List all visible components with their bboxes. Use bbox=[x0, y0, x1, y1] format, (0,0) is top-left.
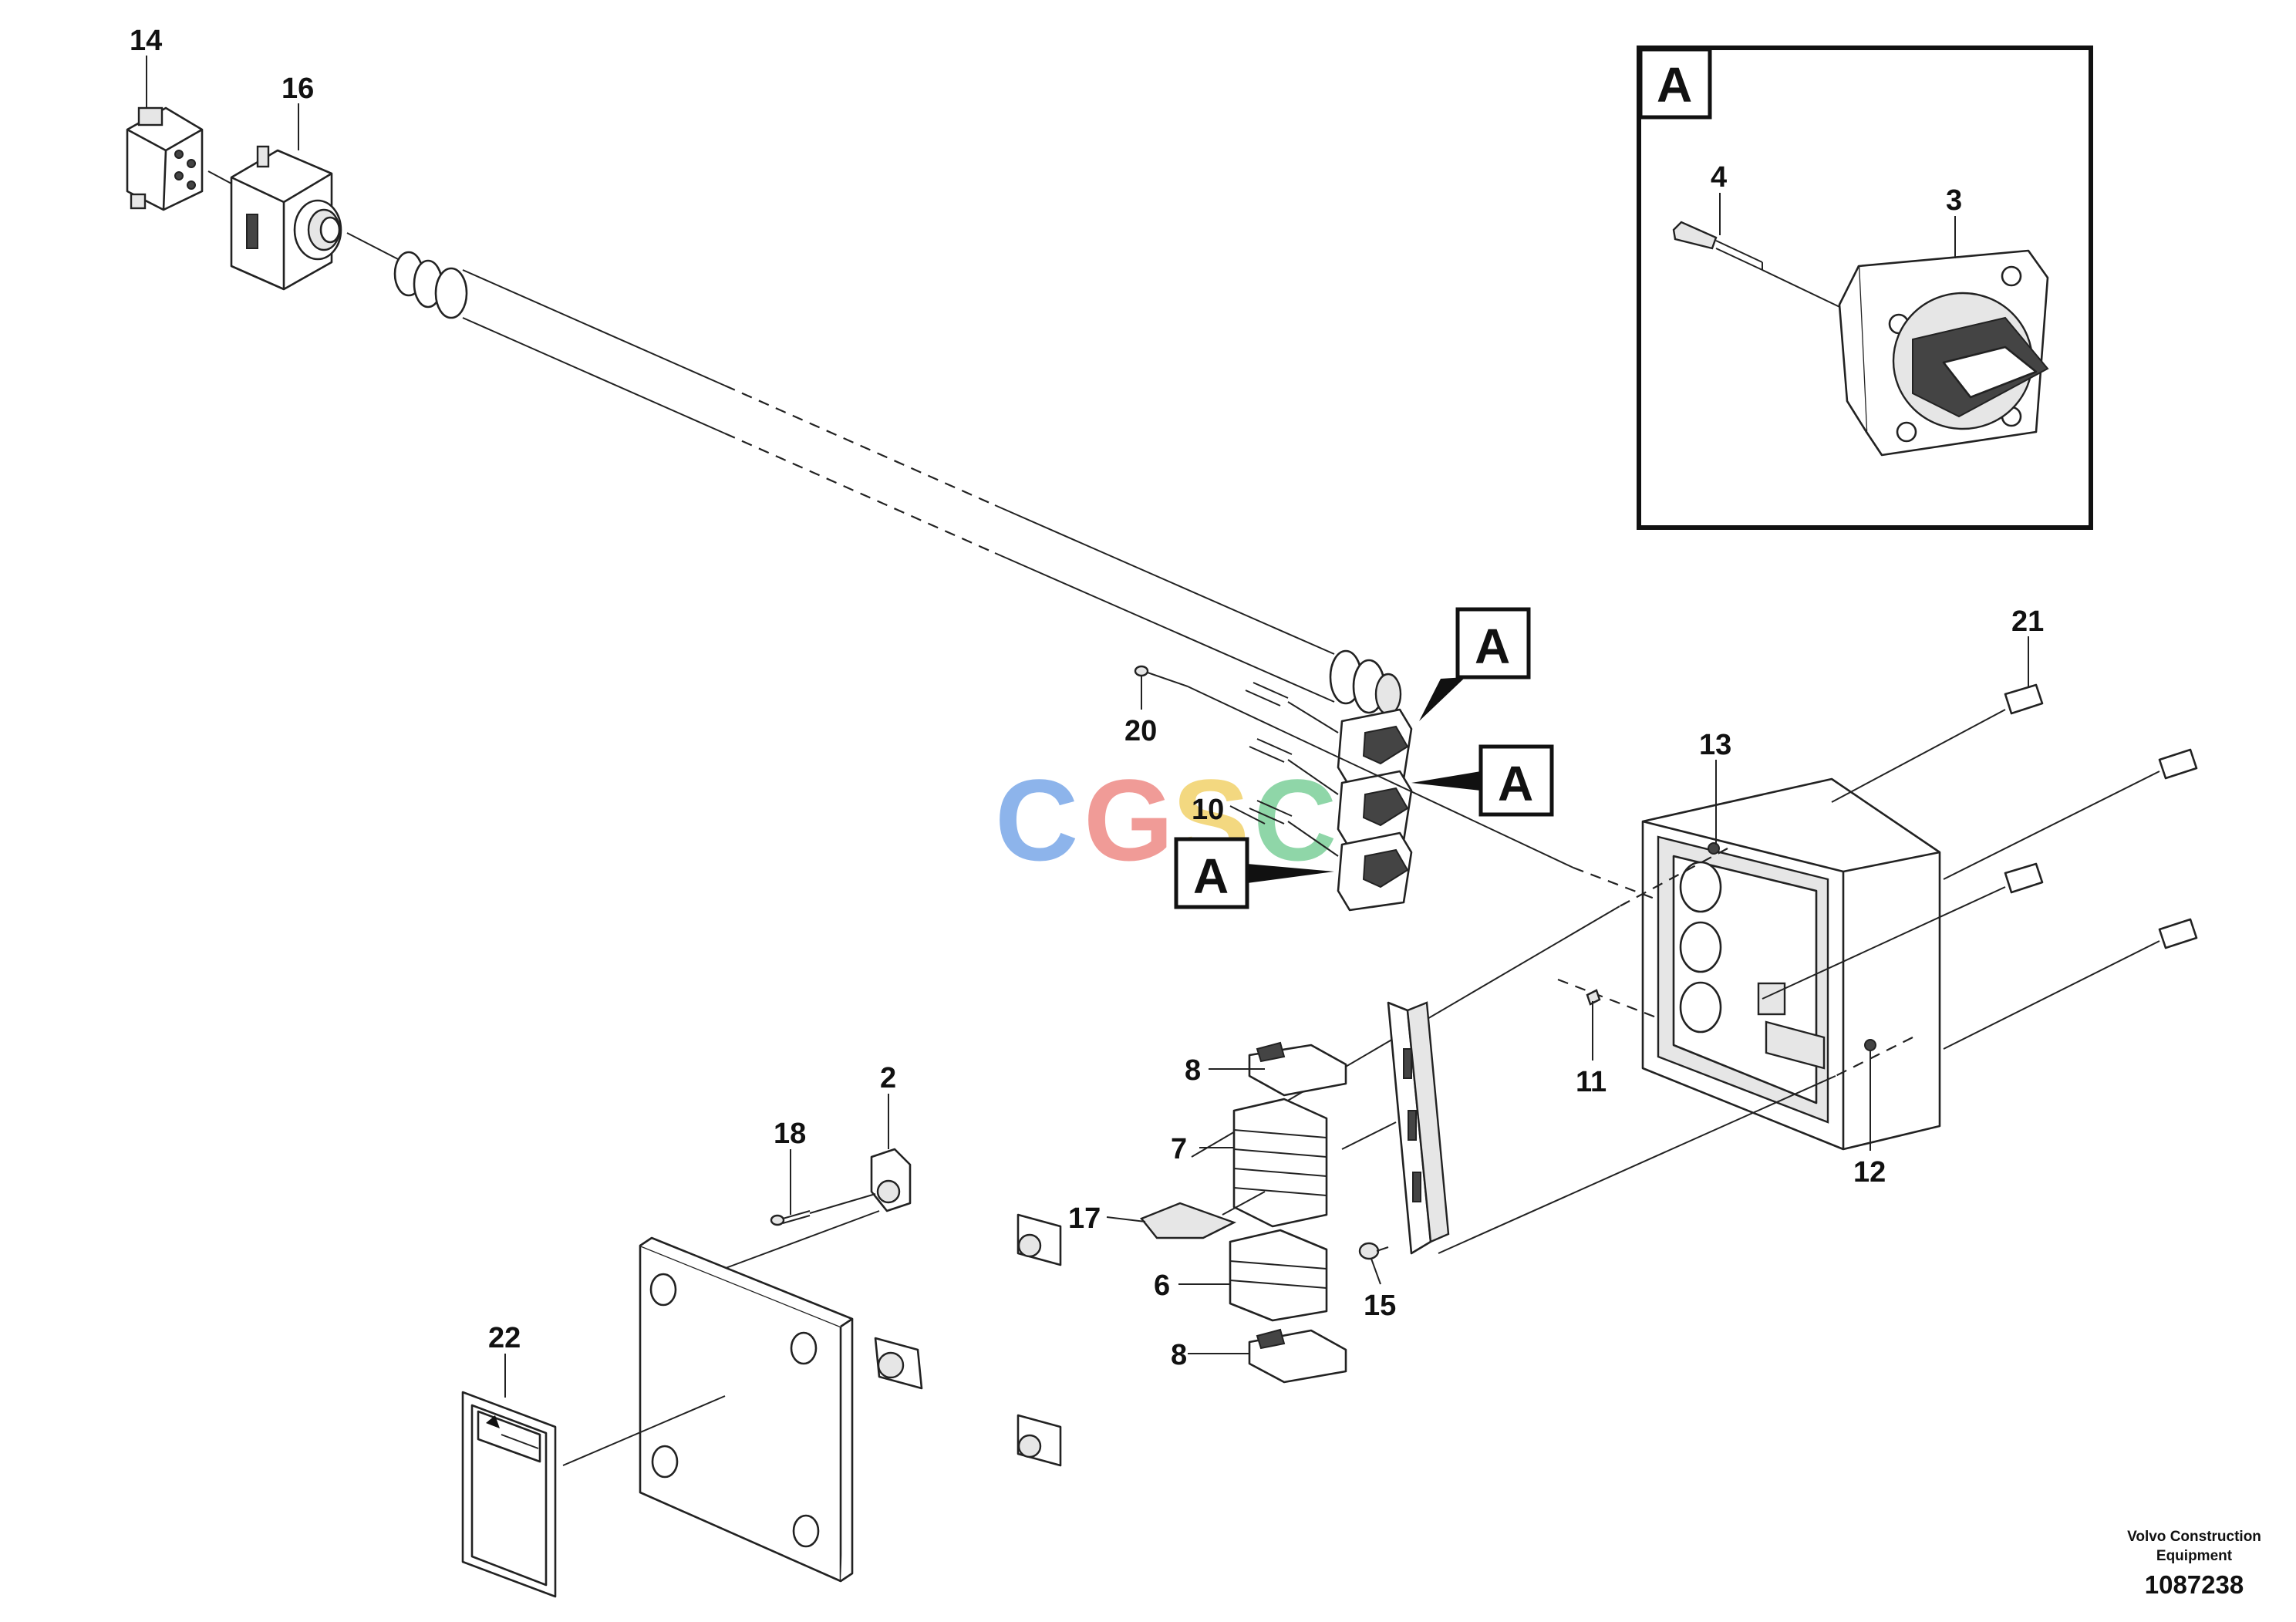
line-21d bbox=[1943, 940, 2160, 1050]
part-8-end-clamp-bottom bbox=[1248, 1328, 1347, 1384]
view-reference-1: A bbox=[1419, 607, 1531, 721]
detail-view-label: A bbox=[1657, 57, 1692, 113]
watermark-letter-4: C bbox=[1253, 755, 1337, 885]
line-21a bbox=[1831, 709, 2006, 803]
callout-17: 17 bbox=[1068, 1202, 1101, 1235]
watermark-letter-2: G bbox=[1084, 755, 1174, 885]
part-17-marker bbox=[1140, 1202, 1237, 1239]
part-11 bbox=[1586, 989, 1601, 1006]
part-18-screw bbox=[770, 1193, 876, 1226]
document-number: 1087238 bbox=[2145, 1570, 2244, 1599]
part-22-warning-label bbox=[461, 1391, 557, 1598]
view-reference-2: A bbox=[1411, 744, 1554, 817]
part-21-studs bbox=[2004, 683, 2198, 949]
detail-view-a: A bbox=[1637, 46, 2093, 530]
part-10-pins bbox=[1245, 682, 1339, 857]
line-2-cover bbox=[713, 1210, 880, 1273]
cable bbox=[393, 251, 1402, 716]
callout-18: 18 bbox=[774, 1118, 806, 1150]
leader-lines bbox=[146, 56, 2029, 1398]
callout-16: 16 bbox=[282, 73, 314, 105]
callout-13: 13 bbox=[1699, 729, 1731, 761]
callout-20: 20 bbox=[1124, 715, 1157, 747]
part-16-housing bbox=[230, 145, 342, 291]
part-20-screw bbox=[1134, 665, 1574, 868]
part-6-terminal-blocks bbox=[1229, 1229, 1328, 1322]
credit-line-1: Volvo Construction bbox=[2127, 1529, 2261, 1545]
line-blocks-rail bbox=[1341, 1121, 1397, 1150]
line-17 bbox=[1222, 1191, 1266, 1216]
part-8-end-clamp-top bbox=[1248, 1041, 1347, 1097]
line-21b bbox=[1943, 771, 2160, 880]
view-reference-1-label: A bbox=[1475, 619, 1510, 674]
callout-3: 3 bbox=[1946, 184, 1962, 217]
part-7-terminal-blocks bbox=[1232, 1098, 1328, 1228]
callout-11: 11 bbox=[1576, 1066, 1607, 1098]
callout-10: 10 bbox=[1192, 794, 1224, 826]
part-2-bracket bbox=[870, 1148, 912, 1212]
callout-4: 4 bbox=[1711, 161, 1727, 194]
part-14-connector bbox=[126, 106, 204, 211]
view-reference-3: A bbox=[1174, 837, 1334, 909]
guide-12 bbox=[1835, 1037, 1913, 1077]
callout-6: 6 bbox=[1154, 1270, 1170, 1302]
line-22-cover bbox=[562, 1395, 726, 1466]
line-14-16 bbox=[207, 170, 232, 184]
enclosure-box bbox=[1641, 777, 1941, 1151]
din-rail bbox=[1387, 1001, 1450, 1255]
view-reference-3-label: A bbox=[1193, 848, 1229, 904]
callout-8-bottom: 8 bbox=[1171, 1339, 1187, 1371]
view-reference-2-label: A bbox=[1498, 756, 1533, 811]
callout-15: 15 bbox=[1364, 1290, 1396, 1322]
receptacle-stack bbox=[1337, 708, 1413, 912]
callout-12: 12 bbox=[1853, 1156, 1886, 1189]
callout-22: 22 bbox=[488, 1322, 521, 1354]
loose-brackets bbox=[874, 1213, 1062, 1467]
watermark-letter-1: C bbox=[995, 755, 1078, 885]
callout-14: 14 bbox=[130, 25, 162, 57]
guide-13 bbox=[1619, 848, 1728, 907]
line-12-rail bbox=[1438, 1075, 1836, 1254]
callout-21: 21 bbox=[2011, 605, 2044, 638]
line-21c bbox=[1762, 886, 2006, 1000]
part-15-screw bbox=[1358, 1242, 1389, 1260]
callout-8-top: 8 bbox=[1185, 1054, 1201, 1087]
credit-line-2: Equipment bbox=[2156, 1548, 2233, 1564]
line-16-cable bbox=[346, 232, 402, 261]
callout-2: 2 bbox=[880, 1062, 896, 1094]
callout-7: 7 bbox=[1171, 1133, 1187, 1165]
watermark: C G S C bbox=[995, 755, 1337, 885]
cover-plate bbox=[639, 1236, 854, 1583]
guide-20-box bbox=[1573, 866, 1655, 900]
